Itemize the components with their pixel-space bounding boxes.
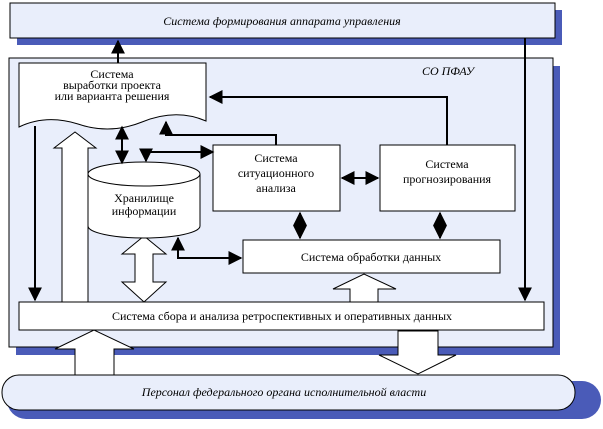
storage-processing-arrow xyxy=(171,236,243,265)
bottom-personnel-box: Персонал федерального органа исполнитель… xyxy=(1,374,601,419)
top-system-box: Система формирования аппарата управления xyxy=(9,2,562,45)
situational-to-project-arrow xyxy=(159,120,277,145)
processing-block: Система обработки данных xyxy=(242,239,501,274)
bottom-box-frame xyxy=(1,374,576,411)
storage-cylinder-top xyxy=(87,161,201,187)
processing-block-label: Система обработки данных xyxy=(301,250,441,264)
storage-block: Хранилище информации xyxy=(87,161,201,239)
situational-block-line2: ситуационного xyxy=(238,166,314,180)
forecast-to-project-arrow xyxy=(208,90,448,145)
project-block: Система выработки проекта или варианта р… xyxy=(18,62,207,130)
top-box-label: Система формирования аппарата управления xyxy=(163,14,401,28)
processing-block-frame xyxy=(242,239,501,274)
collection-to-personnel-arrow xyxy=(378,330,457,375)
forecast-block: Система прогнозирования xyxy=(379,144,516,212)
top-box-frame xyxy=(9,2,556,39)
bottom-box-label: Персонал федерального органа исполнитель… xyxy=(141,385,426,399)
collection-to-processing-arrow xyxy=(332,273,397,303)
storage-cylinder-body xyxy=(87,174,201,239)
collection-to-project-arrow xyxy=(52,131,98,303)
collection-block-label: Система сбора и анализа ретроспективных … xyxy=(112,309,452,323)
storage-block-line2: информации xyxy=(112,204,177,218)
situational-block-line1: Система xyxy=(254,151,298,165)
panel-label: СО ПФАУ xyxy=(422,64,476,78)
forecast-block-line2: прогнозирования xyxy=(403,172,492,186)
forecast-block-line1: Система xyxy=(425,157,469,171)
flow-arrows xyxy=(52,131,457,376)
collection-block: Система сбора и анализа ретроспективных … xyxy=(18,301,545,331)
project-block-line2: выработки проекта xyxy=(63,78,161,92)
personnel-to-collection-arrow xyxy=(54,329,135,376)
storage-collection-double-arrow xyxy=(120,235,168,303)
project-block-line1: Система xyxy=(90,67,134,81)
connectors xyxy=(28,38,532,302)
forecast-block-frame xyxy=(379,144,516,212)
project-block-line3: или варианта решения xyxy=(55,89,170,103)
storage-block-line1: Хранилище xyxy=(114,191,174,205)
situational-block-line3: анализа xyxy=(256,181,296,195)
collection-block-frame xyxy=(18,301,545,331)
situational-storage-arrow xyxy=(139,145,215,163)
situational-block-frame xyxy=(212,144,341,212)
situational-analysis-block: Система ситуационного анализа xyxy=(212,144,341,212)
